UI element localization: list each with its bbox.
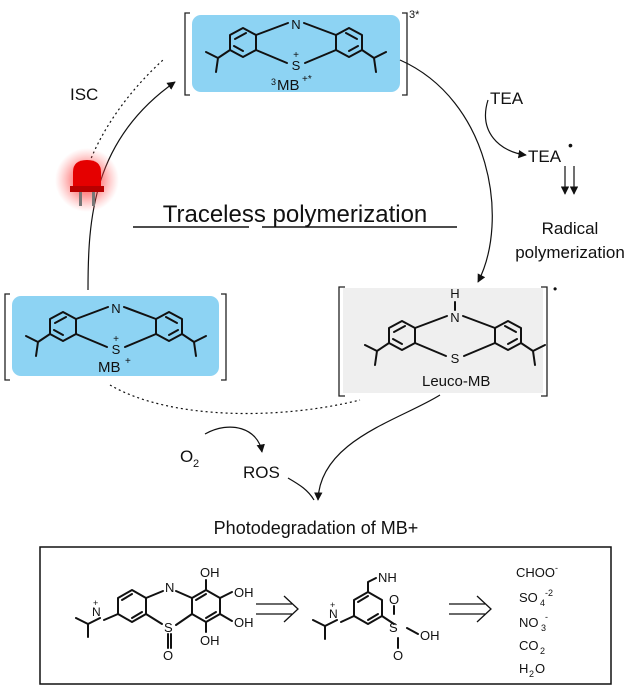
leuco-n-atom: N <box>450 310 459 325</box>
svg-text:-: - <box>555 563 558 573</box>
svg-text:SO: SO <box>519 590 538 605</box>
triplet-plus: + <box>293 50 299 61</box>
deg2-o-1: O <box>389 592 399 607</box>
svg-text:CO: CO <box>519 638 539 653</box>
arrow-ros-join <box>287 477 315 501</box>
product-item: NO 3 - <box>519 612 548 633</box>
product-item: SO 4 -2 <box>519 588 553 608</box>
deg1-n-atom: N <box>165 580 174 595</box>
leuco-radical-dot: • <box>553 282 557 296</box>
deg2-s-atom: S <box>389 620 398 635</box>
arrow-photodegradation <box>314 394 441 501</box>
leuco-mb-box <box>343 288 543 393</box>
svg-text:CHOO: CHOO <box>516 565 555 580</box>
degradation-molecule-1: N S O OH OH OH OH N + <box>75 565 254 663</box>
triplet-iso: 3 <box>271 77 276 87</box>
cycle-arrows <box>85 59 579 501</box>
product-item: H 2 O <box>519 661 545 679</box>
svg-text:-: - <box>545 612 548 622</box>
triplet-s-atom: S <box>292 58 301 73</box>
deg2-oh: OH <box>420 628 440 643</box>
leuco-brackets <box>338 286 548 397</box>
product-item: CHOO - <box>516 563 558 580</box>
arrow-reduction <box>399 59 493 283</box>
deg2-nme2-n: N <box>329 607 338 621</box>
product-list: CHOO - SO 4 -2 NO 3 - CO 2 H 2 O <box>516 563 558 679</box>
svg-text:H: H <box>519 661 528 676</box>
triplet-charge: 3* <box>409 9 420 21</box>
red-led-icon <box>55 148 119 212</box>
deg1-nme2-plus: + <box>93 598 98 608</box>
deg1-oh-2: OH <box>234 585 254 600</box>
leuco-h-atom: H <box>450 286 459 301</box>
triplet-label: MB <box>277 77 300 94</box>
svg-text:3: 3 <box>541 623 546 633</box>
deg1-oh-3: OH <box>234 615 254 630</box>
ground-n-atom: N <box>111 301 120 316</box>
tea-radical-label: TEA <box>528 147 562 166</box>
radical-label-line2: polymerization <box>515 243 625 262</box>
triplet-brackets <box>184 12 408 96</box>
o2-subscript: 2 <box>193 458 199 470</box>
isc-label: ISC <box>70 85 98 104</box>
o2-label: O <box>180 447 193 466</box>
arrow-mb-to-ros-dotted <box>109 384 361 415</box>
triplet-n-atom: N <box>291 17 300 32</box>
deg1-oh-4: OH <box>200 633 220 648</box>
triplet-mb: N S + 3 MB +* 3* <box>184 9 420 96</box>
svg-text:2: 2 <box>540 646 545 656</box>
ground-sup: + <box>125 356 131 367</box>
degradation-molecule-2: NH S O O OH N + <box>312 570 440 663</box>
leuco-s-atom: S <box>451 351 460 366</box>
deg2-o-2: O <box>393 648 403 663</box>
diagram-title: Traceless polymerization <box>163 201 428 228</box>
svg-text:NO: NO <box>519 615 539 630</box>
svg-text:4: 4 <box>540 598 545 608</box>
deg1-oh-1: OH <box>200 565 220 580</box>
deg2-nme2-plus: + <box>330 600 335 610</box>
tea-label: TEA <box>490 89 524 108</box>
deg1-s-atom: S <box>164 620 173 635</box>
photodegradation-label: Photodegradation of MB+ <box>214 518 419 538</box>
implies-arrow-1 <box>256 595 299 623</box>
deg2-nh-atom: NH <box>378 570 397 585</box>
ground-mb: N S + MB + <box>4 293 227 381</box>
ground-plus: + <box>113 334 119 345</box>
ground-brackets <box>4 293 227 381</box>
deg1-nme2-n: N <box>92 605 101 619</box>
ground-label: MB <box>98 359 121 376</box>
ground-s-atom: S <box>112 342 121 357</box>
degradation-panel: N S O OH OH OH OH N + NH S O O OH N + <box>39 546 612 685</box>
implies-arrow-2 <box>449 595 492 623</box>
triplet-sup: +* <box>302 74 312 85</box>
tea-radical-dot: • <box>568 137 573 153</box>
leuco-label: Leuco-MB <box>422 373 490 390</box>
radical-label-line1: Radical <box>542 219 599 238</box>
deg1-o-atom: O <box>163 648 173 663</box>
svg-text:O: O <box>535 661 545 676</box>
ground-mb-box <box>12 296 219 376</box>
ros-label: ROS <box>243 463 280 482</box>
arrow-tea <box>485 99 527 159</box>
arrow-o2-ros <box>204 426 265 453</box>
leuco-mb: N S H Leuco-MB • <box>338 282 557 397</box>
svg-text:-2: -2 <box>545 588 553 598</box>
product-item: CO 2 <box>519 638 545 656</box>
svg-text:2: 2 <box>529 669 534 679</box>
